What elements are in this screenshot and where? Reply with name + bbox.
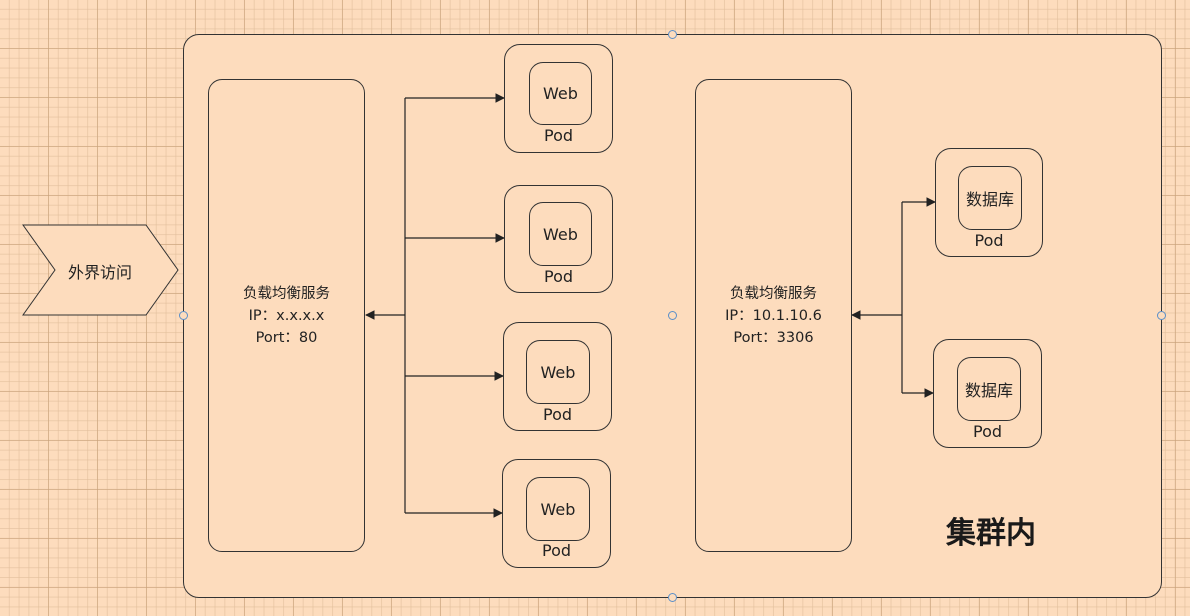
db-pod[interactable]: 数据库 Pod bbox=[935, 148, 1043, 257]
web-pod[interactable]: Web Pod bbox=[502, 459, 611, 568]
pod-label: Pod bbox=[543, 267, 574, 286]
pod-label: Pod bbox=[974, 231, 1004, 250]
db-container-label: 数据库 bbox=[964, 381, 1013, 400]
web-pod[interactable]: Web Pod bbox=[503, 322, 612, 431]
db-container-label: 数据库 bbox=[965, 190, 1014, 209]
pod-label: Pod bbox=[972, 422, 1003, 441]
web-container[interactable]: Web bbox=[529, 202, 592, 266]
web-container-label: Web bbox=[540, 362, 576, 382]
db-pod[interactable]: 数据库 Pod bbox=[933, 339, 1042, 448]
resize-handle-top[interactable] bbox=[668, 30, 677, 39]
db-lb-ip: IP：10.1.10.6 bbox=[725, 307, 822, 324]
db-container[interactable]: 数据库 bbox=[957, 357, 1021, 421]
web-container[interactable]: Web bbox=[526, 340, 590, 404]
resize-handle-left[interactable] bbox=[179, 311, 188, 320]
center-handle[interactable] bbox=[668, 311, 677, 320]
pod-label: Pod bbox=[543, 126, 574, 145]
pod-label: Pod bbox=[541, 541, 572, 560]
web-lb-name: 负载均衡服务 bbox=[243, 285, 330, 302]
web-pod[interactable]: Web Pod bbox=[504, 44, 613, 153]
pod-label: Pod bbox=[542, 405, 573, 424]
web-container[interactable]: Web bbox=[529, 62, 592, 125]
web-lb-port: Port：80 bbox=[255, 329, 318, 346]
web-container-label: Web bbox=[540, 499, 576, 519]
external-access-label: 外界访问 bbox=[67, 263, 132, 282]
db-container[interactable]: 数据库 bbox=[958, 166, 1022, 230]
resize-handle-right[interactable] bbox=[1157, 311, 1166, 320]
web-container-label: Web bbox=[543, 84, 578, 103]
web-container[interactable]: Web bbox=[526, 477, 590, 541]
web-pod[interactable]: Web Pod bbox=[504, 185, 613, 293]
db-lb-name: 负载均衡服务 bbox=[730, 285, 817, 302]
db-lb-port: Port：3306 bbox=[733, 329, 814, 346]
web-load-balancer[interactable]: 负载均衡服务 IP：x.x.x.x Port：80 bbox=[208, 79, 365, 552]
resize-handle-bottom[interactable] bbox=[668, 593, 677, 602]
db-load-balancer[interactable]: 负载均衡服务 IP：10.1.10.6 Port：3306 bbox=[695, 79, 852, 552]
web-lb-ip: IP：x.x.x.x bbox=[248, 307, 325, 324]
web-container-label: Web bbox=[543, 224, 578, 244]
cluster-title: 集群内 bbox=[946, 516, 1036, 551]
